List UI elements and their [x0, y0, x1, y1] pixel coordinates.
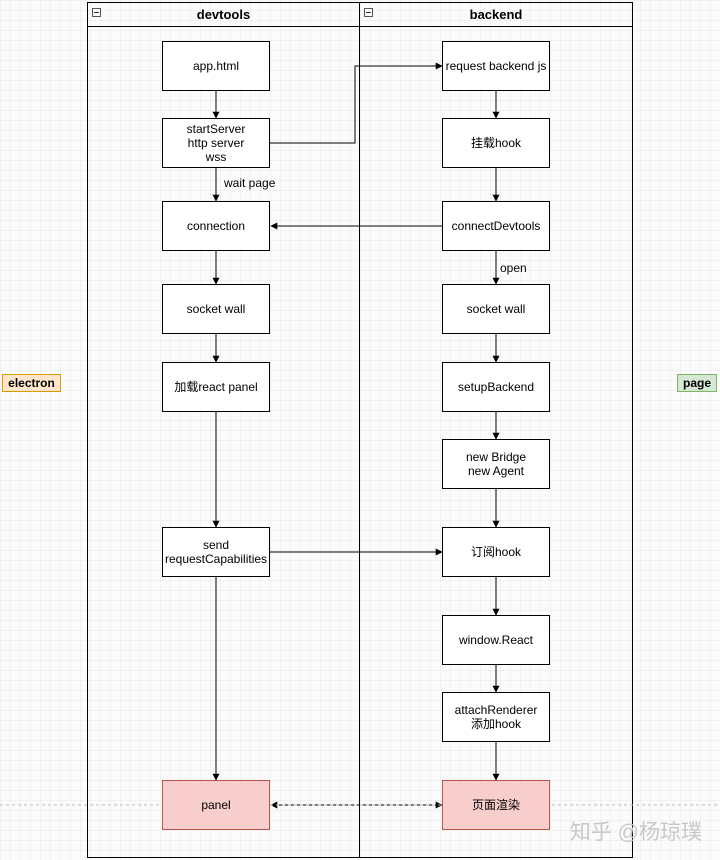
node-connection[interactable]: connection: [162, 201, 270, 251]
node-setup-backend[interactable]: setupBackend: [442, 362, 550, 412]
node-attach-renderer[interactable]: attachRenderer 添加hook: [442, 692, 550, 742]
lane-backend-title: backend: [469, 7, 523, 22]
node-load-panel[interactable]: 加载react panel: [162, 362, 270, 412]
collapse-icon[interactable]: [92, 8, 101, 17]
node-panel[interactable]: panel: [162, 780, 270, 830]
node-page-render[interactable]: 页面渲染: [442, 780, 550, 830]
node-socket-wall-left[interactable]: socket wall: [162, 284, 270, 334]
collapse-icon[interactable]: [364, 8, 373, 17]
electron-label[interactable]: electron: [2, 374, 61, 392]
watermark: 知乎 @杨琼璞: [569, 821, 702, 844]
node-mount-hook[interactable]: 挂载hook: [442, 118, 550, 168]
edge-label-wait-page: wait page: [223, 176, 277, 190]
edge-label-open: open: [499, 261, 528, 275]
node-start-server[interactable]: startServer http server wss: [162, 118, 270, 168]
edge-server-to-request: [270, 62, 443, 144]
lane-backend-header: backend: [360, 3, 632, 27]
lane-devtools-title: devtools: [196, 7, 251, 22]
node-bridge-agent[interactable]: new Bridge new Agent: [442, 439, 550, 489]
node-window-react[interactable]: window.React: [442, 615, 550, 665]
lane-devtools-header: devtools: [88, 3, 359, 27]
node-send-capabilities[interactable]: send requestCapabilities: [162, 527, 270, 577]
node-request-backend[interactable]: request backend js: [442, 41, 550, 91]
node-socket-wall-right[interactable]: socket wall: [442, 284, 550, 334]
page-label[interactable]: page: [677, 374, 717, 392]
node-subscribe-hook[interactable]: 订阅hook: [442, 527, 550, 577]
node-connect-devtools[interactable]: connectDevtools: [442, 201, 550, 251]
lane-backend[interactable]: backend: [359, 2, 633, 858]
node-app-html[interactable]: app.html: [162, 41, 270, 91]
